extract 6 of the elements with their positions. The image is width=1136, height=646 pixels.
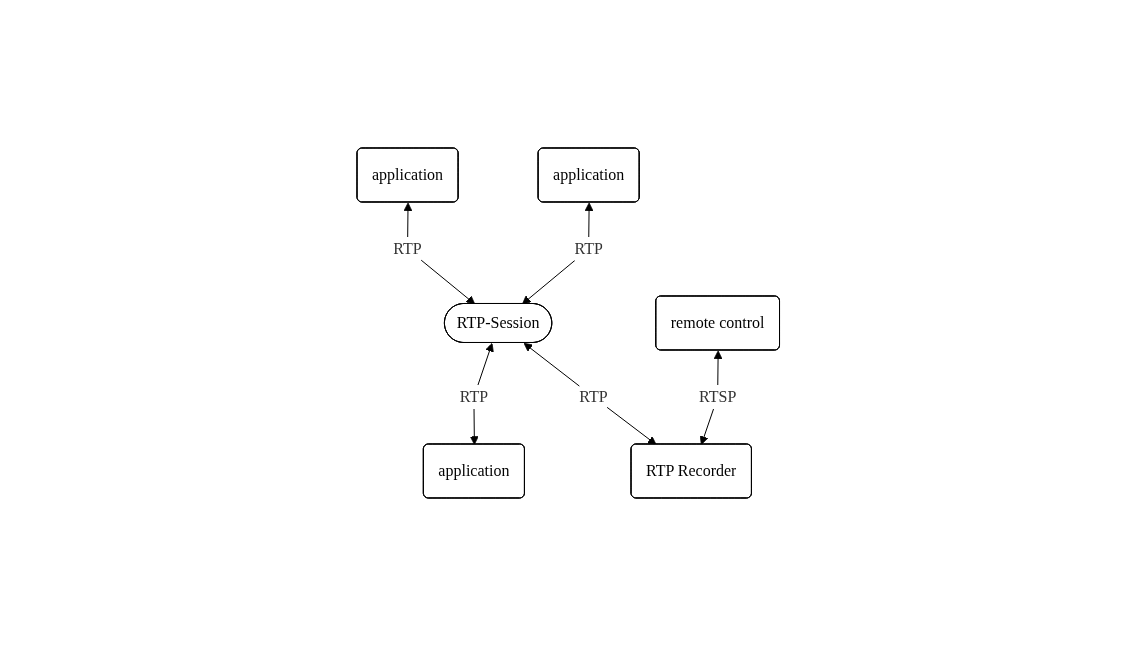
- edge-label: RTSP: [698, 387, 737, 405]
- edge-label: RTP: [459, 387, 488, 405]
- edge-label: RTP: [579, 387, 608, 405]
- edge-label: RTP: [393, 240, 422, 257]
- edge-label: RTP: [574, 240, 603, 257]
- arrow: [523, 342, 657, 445]
